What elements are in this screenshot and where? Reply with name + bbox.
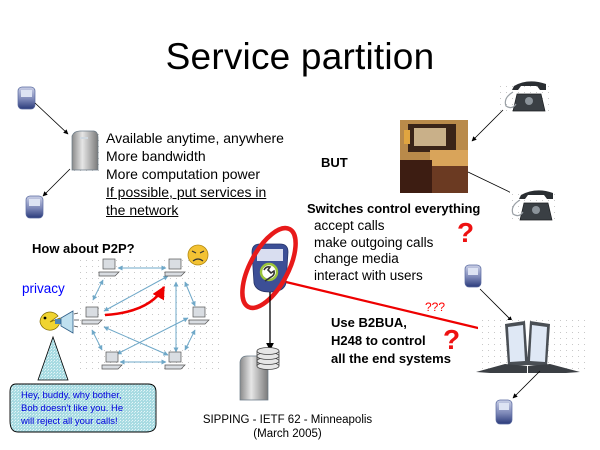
point-services-in-network-2: the network	[106, 202, 179, 218]
arrow-phone-to-server	[34, 102, 69, 135]
switches-heading: Switches control everything	[307, 201, 481, 216]
peer-computer-icon	[98, 258, 120, 277]
arrow-phone-to-switchboard	[471, 109, 504, 142]
arrow-terminal-to-phone	[512, 370, 541, 399]
question-mark-b2bua: ?	[443, 324, 461, 355]
peer-computer-icon	[164, 258, 186, 277]
red-highlight-ellipse	[240, 225, 298, 311]
point-services-in-network-1: If possible, put services in	[106, 184, 267, 200]
arrow-phone-to-terminal	[479, 288, 513, 322]
question-mark-switches: ?	[457, 217, 475, 248]
but-label: BUT	[321, 155, 348, 170]
central-service-device-icon	[251, 243, 289, 293]
database-server-icon	[239, 347, 280, 401]
peer-computer-icon	[101, 351, 123, 370]
b2bua-text: Use B2BUA, H248 to control all the end s…	[331, 314, 451, 368]
switches-item: change media	[314, 251, 399, 266]
callout-bubble	[9, 383, 157, 433]
point-available: Available anytime, anywhere	[106, 130, 284, 146]
switches-list: accept calls make outgoing calls change …	[314, 218, 433, 284]
rotary-telephone-icon-top	[500, 81, 552, 112]
peer-computer-icon	[188, 306, 210, 325]
peer-computer-icon	[164, 351, 186, 370]
footer-date: (March 2005)	[253, 428, 322, 440]
pacman-gossip-icon	[39, 311, 61, 331]
point-computation: More computation power	[106, 166, 261, 182]
server-icon	[70, 130, 100, 174]
left-points: Available anytime, anywhere More bandwid…	[106, 129, 284, 219]
mobile-device-icon-bottom-left	[25, 195, 44, 219]
b2bua-line: all the end systems	[331, 351, 451, 366]
switchboard-image	[400, 120, 468, 193]
angry-face-icon	[187, 244, 209, 266]
callout-bubble-text: Hey, buddy, why bother, Bob doesn't like…	[21, 389, 123, 428]
privacy-label: privacy	[22, 281, 65, 296]
uncertain-label: ???	[425, 300, 446, 314]
switches-item: interact with users	[314, 267, 423, 283]
arrow-server-to-phone	[42, 168, 71, 197]
red-control-line	[285, 280, 505, 338]
bubble-line: Bob doesn't like you. He	[21, 403, 124, 414]
terminal-pair-icon	[476, 320, 590, 373]
peer-computer-icon	[81, 306, 103, 325]
slide-footer: SIPPING - IETF 62 - Minneapolis (March 2…	[200, 413, 375, 441]
p2p-heading: How about P2P?	[32, 241, 135, 256]
switches-item: accept calls	[314, 218, 385, 233]
b2bua-line: Use B2BUA,	[331, 315, 407, 330]
slide-title: Service partition	[165, 36, 435, 77]
red-call-arrow	[104, 285, 166, 317]
mobile-device-icon-top-left	[17, 86, 36, 110]
p2p-mesh-links	[91, 265, 196, 365]
rotary-telephone-icon-bottom	[510, 189, 560, 221]
switches-item: make outgoing calls	[314, 234, 434, 250]
mobile-device-icon-right-middle	[464, 264, 482, 288]
bubble-line: Hey, buddy, why bother,	[21, 390, 122, 401]
bubble-line: will reject all your calls!	[21, 416, 118, 427]
callout-bubble-tail	[37, 335, 69, 381]
p2p-peer-computers	[81, 258, 210, 370]
mobile-device-icon-bottom-right	[495, 399, 513, 425]
megaphone-icon	[55, 310, 79, 334]
footer-event: SIPPING - IETF 62 - Minneapolis	[202, 414, 373, 426]
b2bua-line: H248 to control	[331, 333, 426, 348]
point-bandwidth: More bandwidth	[106, 148, 206, 164]
